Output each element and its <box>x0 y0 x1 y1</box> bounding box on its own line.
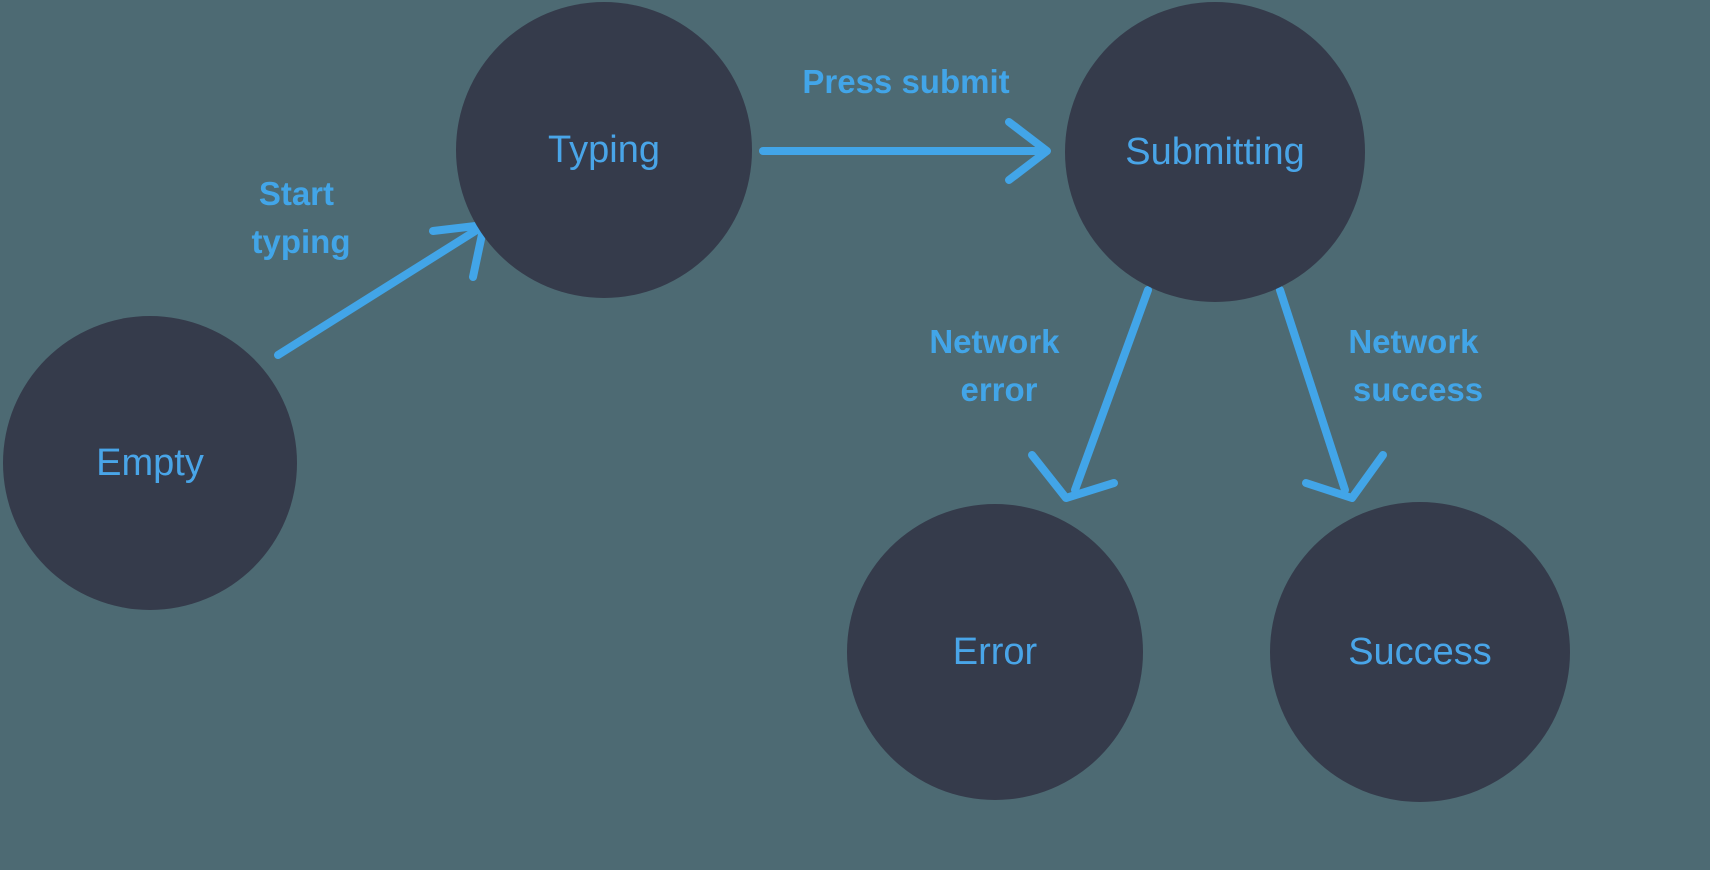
state-label-typing: Typing <box>548 129 660 171</box>
transition-line-network-error <box>1071 286 1152 494</box>
transition-line-network-success <box>1276 286 1349 494</box>
state-node-success[interactable]: Success <box>1270 502 1570 802</box>
state-circle-error[interactable] <box>847 504 1143 800</box>
transition-line-start-typing <box>274 224 484 359</box>
state-circle-success[interactable] <box>1270 502 1570 802</box>
transition-label-start-typing-line-2: typing <box>252 223 351 260</box>
transition-press-submit: Press submit <box>759 63 1051 184</box>
transition-label-network-success-line-1: Network <box>1348 323 1479 360</box>
state-circle-empty[interactable] <box>3 316 297 610</box>
transition-label-network-success-line-2: success <box>1353 371 1483 408</box>
transition-network-error: Network error <box>929 286 1152 502</box>
transition-label-network-success: Network success <box>1348 323 1487 408</box>
transition-label-start-typing: Start typing <box>252 175 351 260</box>
transition-label-network-error-line-2: error <box>960 371 1037 408</box>
state-node-typing[interactable]: Typing <box>456 2 752 298</box>
state-label-submitting: Submitting <box>1125 131 1305 173</box>
state-node-submitting[interactable]: Submitting <box>1065 2 1365 302</box>
transition-label-press-submit-line-1: Press submit <box>802 63 1009 100</box>
state-circle-typing[interactable] <box>456 2 752 298</box>
transition-label-press-submit: Press submit <box>802 63 1009 100</box>
state-label-success: Success <box>1348 631 1492 673</box>
transition-start-typing: Start typing <box>252 175 488 359</box>
transition-label-network-error: Network error <box>929 323 1068 408</box>
transition-network-success: Network success <box>1276 286 1487 502</box>
arrowhead-network-error <box>1028 451 1118 502</box>
arrowhead-network-success <box>1302 451 1387 502</box>
transition-label-start-typing-line-1: Start <box>259 175 334 212</box>
transition-label-network-error-line-1: Network <box>929 323 1060 360</box>
state-node-empty[interactable]: Empty <box>3 316 297 610</box>
state-label-empty: Empty <box>96 442 204 484</box>
state-label-error: Error <box>953 631 1038 673</box>
arrowhead-press-submit <box>1005 118 1051 184</box>
state-node-error[interactable]: Error <box>847 504 1143 800</box>
state-circle-submitting[interactable] <box>1065 2 1365 302</box>
